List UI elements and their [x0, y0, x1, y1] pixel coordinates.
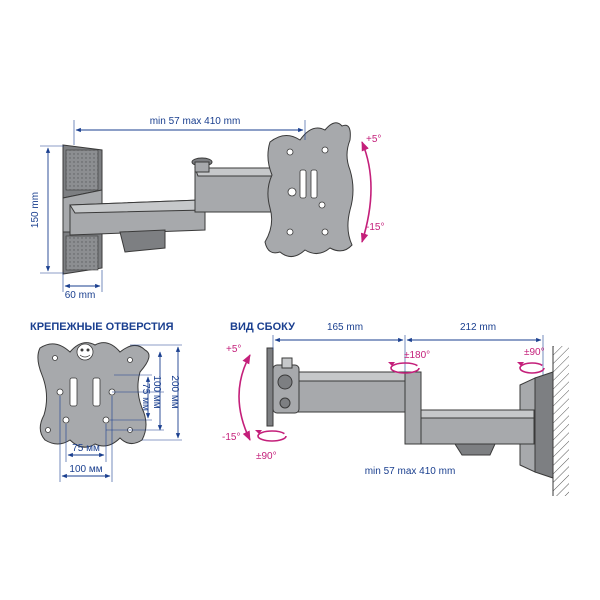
hole-v-inner-label: 75 мм: [140, 383, 151, 411]
vesa-plate-top: [264, 122, 354, 257]
side-extension-label: min 57 max 410 mm: [365, 466, 456, 477]
hole-v-mid-label: 100 мм: [151, 375, 162, 408]
arm-lower: [69, 199, 206, 253]
arm1-dimension-label: 165 mm: [327, 322, 363, 333]
width-dimension-label: min 57 max 410 mm: [150, 116, 241, 127]
wall-bracket: [534, 371, 554, 479]
swivel-arrow: [257, 430, 287, 442]
tilt-down-label: -15°: [366, 222, 384, 233]
swivel-label: ±90°: [256, 451, 277, 462]
joint-rotation-arrow: [390, 362, 420, 374]
hole-h-outer-label: 100 мм: [69, 464, 102, 475]
wall-plate: [62, 144, 103, 275]
side-view: ВИД СБОКУ 165 mm: [222, 321, 569, 496]
arm-tv: [295, 371, 422, 445]
side-view-heading: ВИД СБОКУ: [230, 321, 295, 333]
hole-v-outer-label: 200 мм: [169, 375, 180, 408]
top-view: min 57 max 410 mm 150 mm 60 mm +5° -15°: [30, 116, 384, 301]
arm-wall: [407, 409, 535, 456]
joint-rotation-label: ±180°: [404, 350, 430, 361]
wall: [553, 346, 569, 496]
arm-upper: [191, 157, 281, 213]
side-tilt-down-label: -15°: [222, 432, 240, 443]
mounting-holes-view: КРЕПЕЖНЫЕ ОТВЕРСТИЯ 75 мм 100 мм 75 мм: [30, 321, 182, 482]
wall-rotation-arrow: [519, 362, 545, 374]
tilt-arrow: [360, 141, 372, 243]
side-tilt-arrow: [238, 354, 251, 441]
depth-dimension-label: 60 mm: [65, 290, 96, 301]
wall-rotation-label: ±90°: [524, 347, 545, 358]
mounting-holes-heading: КРЕПЕЖНЫЕ ОТВЕРСТИЯ: [30, 321, 174, 333]
side-tilt-up-label: +5°: [226, 344, 241, 355]
hole-h-inner-label: 75 мм: [72, 443, 100, 454]
height-dimension-label: 150 mm: [30, 192, 41, 228]
tilt-up-label: +5°: [366, 134, 381, 145]
arm2-dimension-label: 212 mm: [460, 322, 496, 333]
tilt-head: [266, 347, 300, 427]
